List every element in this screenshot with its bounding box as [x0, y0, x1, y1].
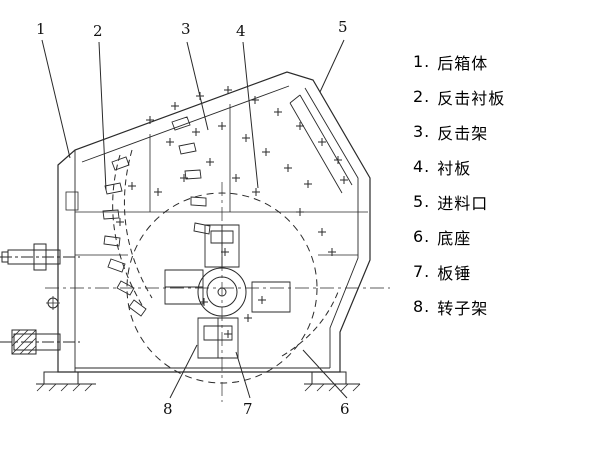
left-shaft-upper	[0, 243, 80, 271]
legend-label: 板锤	[437, 263, 472, 283]
liner-curve-b	[124, 149, 153, 299]
legend-item-7: 7. 板锤	[413, 254, 505, 289]
wall-bolt-cross	[46, 296, 60, 310]
housing-inner-walls	[74, 85, 359, 372]
legend-label: 反击衬板	[437, 88, 506, 108]
callout-labels: 1 2 3 4 5 8 7 6	[36, 18, 350, 418]
legend-label: 底座	[437, 228, 472, 248]
legend-item-6: 6. 底座	[413, 219, 505, 254]
callout-6: 6	[340, 400, 350, 418]
callout-7: 7	[243, 400, 253, 418]
impact-liner-plates	[102, 116, 211, 317]
panel-lines	[65, 104, 368, 256]
callout-2: 2	[93, 22, 103, 40]
center-lines	[45, 182, 390, 402]
feed-chute-channel	[289, 94, 353, 194]
legend-item-5: 5. 进料口	[413, 184, 505, 219]
legend-item-8: 8. 转子架	[413, 289, 505, 324]
liner-curve-a	[112, 154, 143, 306]
blow-bars	[164, 224, 291, 359]
legend-item-2: 2. 反击衬板	[413, 79, 505, 114]
callout-1: 1	[36, 20, 46, 38]
legend-label: 后箱体	[437, 53, 489, 73]
legend-num: 4.	[413, 157, 431, 176]
blow-bar-bottom	[197, 317, 239, 359]
callout-4: 4	[236, 22, 246, 40]
legend-item-1: 1. 后箱体	[413, 44, 505, 79]
left-shaft-lower	[0, 296, 80, 355]
legend-label: 反击架	[437, 123, 489, 143]
legend-num: 5.	[413, 192, 431, 211]
legend-num: 2.	[413, 87, 431, 106]
legend: 1. 后箱体 2. 反击衬板 3. 反击架 4. 衬板 5. 进料口 6. 底座…	[413, 44, 505, 324]
legend-label: 转子架	[437, 298, 489, 318]
blow-bar-left	[164, 269, 204, 305]
callout-8: 8	[163, 400, 173, 418]
legend-num: 3.	[413, 122, 431, 141]
feed-chute	[289, 94, 353, 194]
legend-num: 1.	[413, 52, 431, 71]
ground-hatch	[36, 383, 361, 392]
callout-5: 5	[338, 18, 348, 36]
bolt-marks	[116, 86, 348, 338]
legend-label: 进料口	[437, 193, 489, 213]
blow-bar-right	[251, 281, 291, 313]
liner-plate-row-inner	[171, 116, 211, 235]
wall-bracket	[65, 191, 79, 211]
base-frame	[36, 371, 361, 392]
legend-item-3: 3. 反击架	[413, 114, 505, 149]
legend-label: 衬板	[437, 158, 472, 178]
lower-liner-arc	[281, 291, 339, 357]
legend-item-4: 4. 衬板	[413, 149, 505, 184]
liner-plate-row-left	[102, 156, 147, 317]
panel-divider-lines	[75, 104, 368, 256]
base-foot-left	[43, 371, 79, 385]
liner-dashed-curves	[112, 149, 339, 357]
legend-num: 7.	[413, 262, 431, 281]
housing-outline	[57, 71, 371, 373]
leader-lines	[41, 39, 348, 399]
legend-num: 6.	[413, 227, 431, 246]
legend-num: 8.	[413, 297, 431, 316]
callout-3: 3	[181, 20, 191, 38]
housing-outer-wall	[57, 71, 371, 373]
